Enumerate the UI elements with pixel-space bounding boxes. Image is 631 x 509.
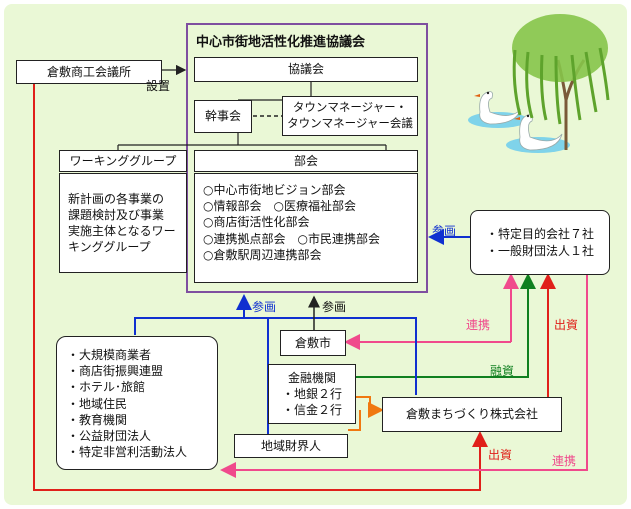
label-renkei-upper: 連携	[466, 318, 491, 332]
local-business-box: 地域財界人	[234, 434, 348, 458]
town-manager-box: タウンマネージャー・ タウンマネージャー会議	[282, 96, 418, 136]
label-sankaku-city: 参画	[322, 300, 347, 314]
label-yushi: 融資	[490, 364, 515, 378]
kurashiki-city-box: 倉敷市	[280, 330, 346, 356]
participant-item: ・商店街振興連盟	[67, 364, 164, 379]
participant-item: ・大規模商業者	[67, 348, 152, 362]
participant-item: ・ホテル･旅館	[67, 380, 146, 395]
machizukuri-company-box: 倉敷まちづくり株式会社	[382, 397, 562, 432]
subcommittee-item: ○商店街活性化部会	[203, 215, 310, 230]
willow-tree-illustration	[512, 14, 610, 150]
label-setchi: 設置	[146, 79, 171, 93]
label-shusshi-upper: 出資	[554, 318, 579, 332]
swan-illustration	[468, 91, 570, 153]
participant-item: ・特定非営利活動法人	[67, 445, 188, 460]
subcommittees-header: 部会	[194, 150, 418, 172]
label-sankaku-special: 参画	[432, 224, 457, 238]
label-renkei-lower: 連携	[552, 454, 577, 468]
participant-item: ・地域住民	[67, 396, 128, 411]
subcommittee-item: ○倉敷駅周辺連携部会	[203, 247, 322, 262]
council-title: 中心市街地活性化推進協議会	[196, 35, 366, 50]
subcommittee-item: ○連携拠点部会 ○市民連携部会	[203, 231, 380, 246]
subcommittee-item: ○情報部会 ○医療福祉部会	[203, 199, 356, 214]
financial-institutions-box: 金融機関 ・地銀２行 ・信金２行	[268, 364, 356, 424]
working-group-description: 新計画の各事業の 課題検討及び事業 実施主体となるワー キンググループ	[59, 173, 187, 273]
label-sankaku-participants: 参画	[252, 300, 277, 314]
council-frame	[186, 23, 428, 293]
chamber-of-commerce-box: 倉敷商工会議所	[16, 60, 162, 84]
working-group-header: ワーキンググループ	[59, 150, 187, 172]
subcommittee-item: ○中心市街地ビジョン部会	[203, 183, 346, 197]
general-assembly-box: 協議会	[194, 57, 418, 82]
subcommittees-list: ○中心市街地ビジョン部会 ○情報部会 ○医療福祉部会 ○商店街活性化部会 ○連携…	[194, 173, 418, 283]
label-shusshi-lower: 出資	[488, 448, 513, 462]
steering-committee-box: 幹事会	[194, 100, 252, 133]
participant-item: ・公益財団法人	[67, 428, 152, 443]
special-corporations-box: ・特定目的会社７社 ・一般財団法人１社	[470, 210, 610, 275]
participant-item: ・教育機関	[67, 412, 128, 427]
participants-box: ・大規模商業者 ・商店街振興連盟 ・ホテル･旅館 ・地域住民 ・教育機関 ・公益…	[56, 336, 218, 470]
